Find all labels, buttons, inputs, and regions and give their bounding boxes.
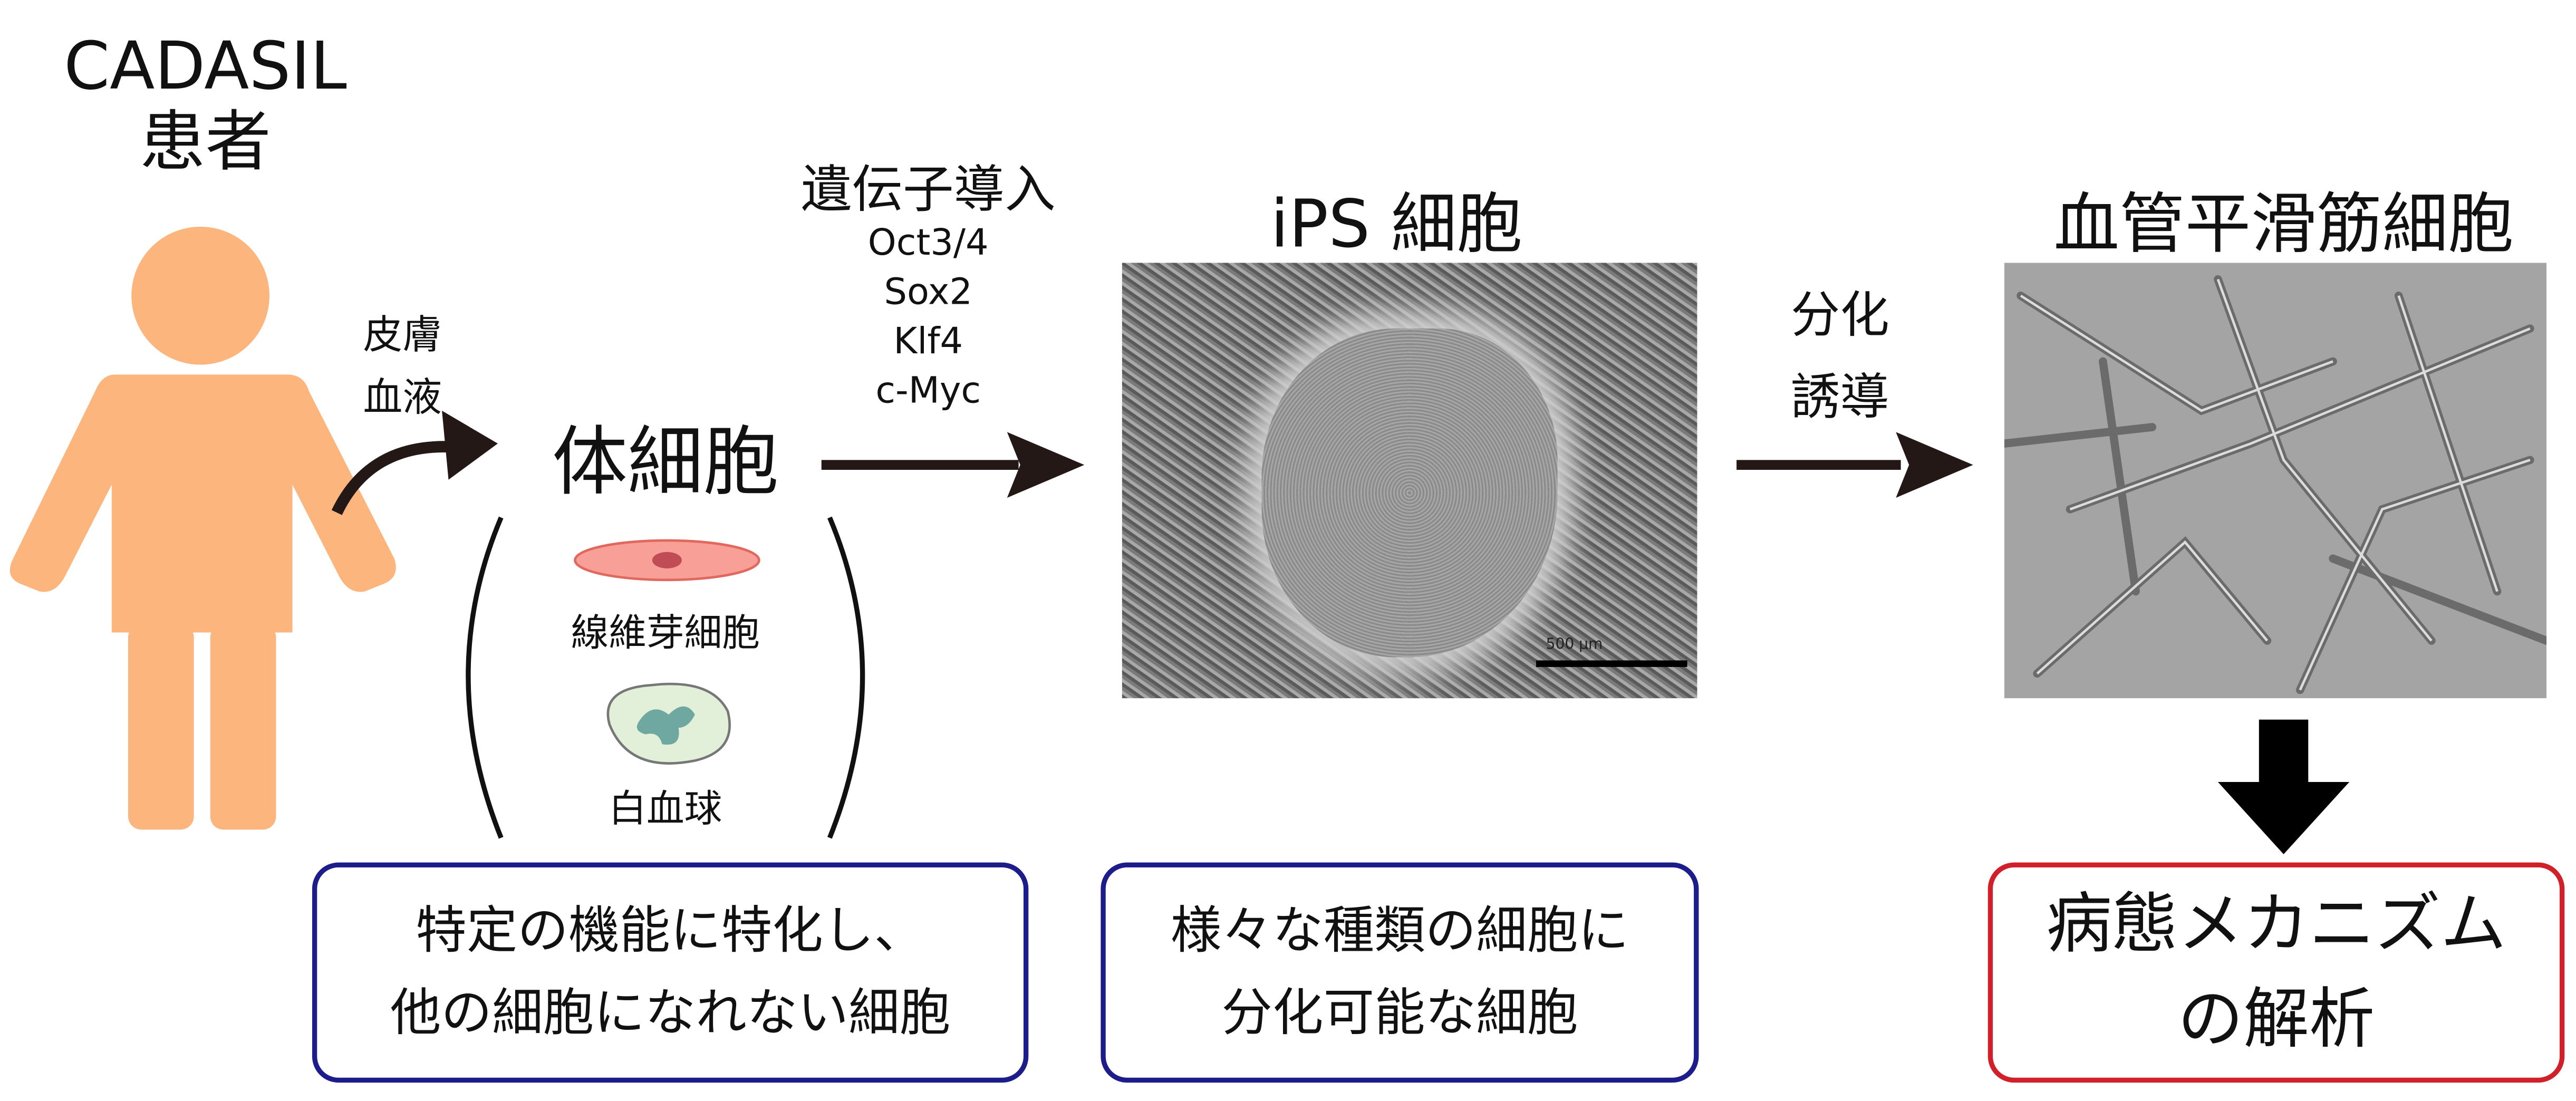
blood-label: 血液 — [363, 374, 442, 421]
gene-list: Oct3/4 Sox2 Klf4 c-Myc — [822, 220, 1035, 417]
somatic-description-line1: 特定の機能に特化し、 — [416, 902, 925, 961]
differentiation-label: 分化 — [1790, 287, 1889, 345]
somatic-description-box: 特定の機能に特化し、 他の細胞になれない細胞 — [312, 862, 1029, 1083]
gene-sox2: Sox2 — [884, 273, 972, 314]
analysis-line2: の解析 — [2177, 982, 2375, 1058]
gene-transduction-title: 遺伝子導入 — [800, 161, 1056, 220]
induction-label: 分化 誘導 — [1758, 276, 1923, 440]
somatic-cell-title: 体細胞 — [552, 417, 779, 506]
leukocyte-label: 白血球 — [609, 788, 722, 832]
gene-oct34: Oct3/4 — [867, 223, 989, 265]
fibroblast-icon — [574, 539, 760, 582]
ips-colony — [1261, 329, 1558, 658]
induction-word: 誘導 — [1790, 369, 1889, 428]
fibroblast-label: 線維芽細胞 — [571, 613, 760, 656]
analysis-line1: 病態メカニズム — [2046, 887, 2506, 963]
parentheses — [466, 516, 865, 839]
ips-colony-image: 500 μm — [1122, 263, 1697, 699]
patient-label: CADASIL 患者 — [33, 30, 378, 181]
ips-description-line1: 様々な種類の細胞に — [1170, 902, 1629, 961]
source-label: 皮膚 血液 — [353, 304, 452, 429]
smooth-muscle-image — [2004, 263, 2547, 699]
smooth-muscle-cells — [2004, 275, 2547, 694]
ips-description-box: 様々な種類の細胞に 分化可能な細胞 — [1101, 862, 1699, 1083]
skin-label: 皮膚 — [363, 312, 442, 359]
person-icon — [9, 226, 396, 830]
arrow-down-icon — [2217, 719, 2350, 855]
ips-description-line2: 分化可能な細胞 — [1221, 984, 1578, 1044]
gene-cmyc: c-Myc — [875, 371, 981, 412]
scale-bar — [1536, 660, 1687, 667]
ips-cell-title: iPS 細胞 — [1270, 187, 1523, 263]
leukocyte-icon — [606, 682, 731, 765]
patient-disease: CADASIL — [64, 30, 347, 105]
smooth-muscle-cell-title: 血管平滑筋細胞 — [2053, 187, 2514, 263]
gene-klf4: Klf4 — [893, 322, 963, 363]
arrow-right-icon — [821, 432, 1085, 498]
analysis-box: 病態メカニズム の解析 — [1988, 862, 2565, 1083]
patient-word: 患者 — [139, 105, 272, 181]
scale-bar-label: 500 μm — [1546, 637, 1603, 654]
somatic-description-line2: 他の細胞になれない細胞 — [390, 984, 951, 1044]
arrow-right-icon — [1736, 432, 1973, 498]
curved-arrow-icon — [331, 410, 498, 515]
